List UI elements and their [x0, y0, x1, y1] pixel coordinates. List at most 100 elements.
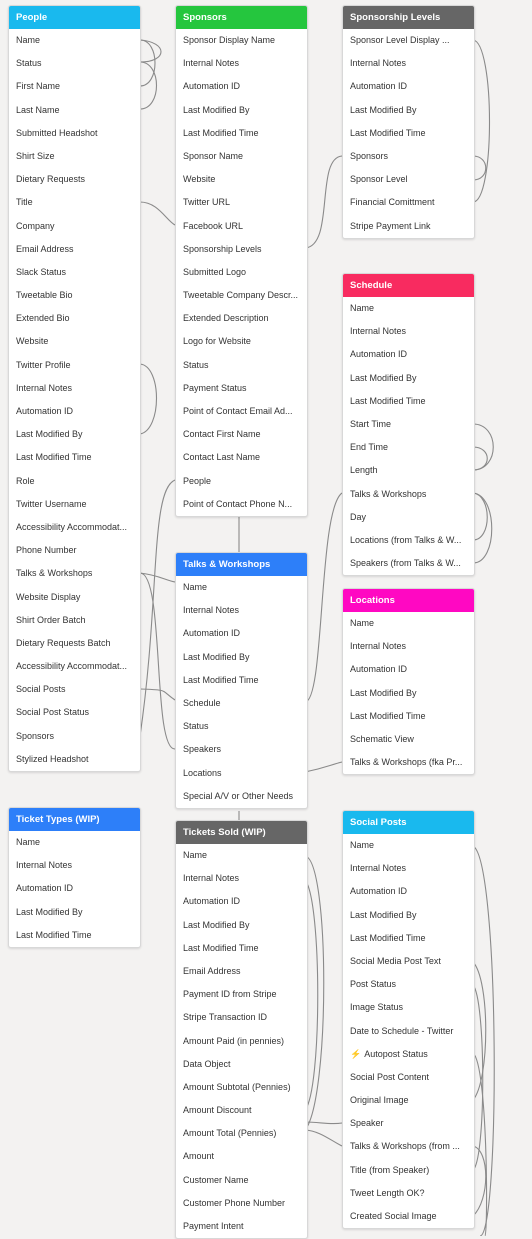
- talks-field-schedule[interactable]: Schedule: [176, 692, 307, 715]
- sponsors-field-automation-id[interactable]: Automation ID: [176, 75, 307, 98]
- socialposts-field-original-image[interactable]: Original Image: [343, 1089, 474, 1112]
- talks-field-last-modified-by[interactable]: Last Modified By: [176, 646, 307, 669]
- sponsors-field-facebook-url[interactable]: Facebook URL: [176, 215, 307, 238]
- socialposts-field-speaker[interactable]: Speaker: [343, 1112, 474, 1135]
- socialposts-field-name[interactable]: Name: [343, 834, 474, 857]
- locations-field-schematic-view[interactable]: Schematic View: [343, 728, 474, 751]
- levels-field-sponsors[interactable]: Sponsors: [343, 145, 474, 168]
- schedule-field-start-time[interactable]: Start Time: [343, 413, 474, 436]
- tickettypes-field-internal-notes[interactable]: Internal Notes: [9, 854, 140, 877]
- tickets-field-payment-intent[interactable]: Payment Intent: [176, 1215, 307, 1238]
- people-field-tweetable-bio[interactable]: Tweetable Bio: [9, 284, 140, 307]
- sponsors-field-people[interactable]: People: [176, 470, 307, 493]
- schedule-field-last-modified-time[interactable]: Last Modified Time: [343, 390, 474, 413]
- people-field-title[interactable]: Title: [9, 191, 140, 214]
- sponsors-field-point-of-contact-phone-n[interactable]: Point of Contact Phone N...: [176, 493, 307, 516]
- tickets-field-email-address[interactable]: Email Address: [176, 960, 307, 983]
- people-field-last-modified-by[interactable]: Last Modified By: [9, 423, 140, 446]
- talks-field-locations[interactable]: Locations: [176, 762, 307, 785]
- locations-field-name[interactable]: Name: [343, 612, 474, 635]
- socialposts-field-post-status[interactable]: Post Status: [343, 973, 474, 996]
- sponsors-field-point-of-contact-email-ad[interactable]: Point of Contact Email Ad...: [176, 400, 307, 423]
- tickets-field-amount[interactable]: Amount: [176, 1145, 307, 1168]
- people-field-name[interactable]: Name: [9, 29, 140, 52]
- levels-field-automation-id[interactable]: Automation ID: [343, 75, 474, 98]
- sponsors-field-status[interactable]: Status: [176, 354, 307, 377]
- schedule-field-internal-notes[interactable]: Internal Notes: [343, 320, 474, 343]
- sponsors-field-twitter-url[interactable]: Twitter URL: [176, 191, 307, 214]
- levels-field-last-modified-time[interactable]: Last Modified Time: [343, 122, 474, 145]
- schedule-field-automation-id[interactable]: Automation ID: [343, 343, 474, 366]
- sponsors-field-last-modified-time[interactable]: Last Modified Time: [176, 122, 307, 145]
- socialposts-field-title-from-speaker[interactable]: Title (from Speaker): [343, 1159, 474, 1182]
- tickets-field-automation-id[interactable]: Automation ID: [176, 890, 307, 913]
- tickets-field-name[interactable]: Name: [176, 844, 307, 867]
- people-field-accessibility-accommodat[interactable]: Accessibility Accommodat...: [9, 655, 140, 678]
- sponsors-field-website[interactable]: Website: [176, 168, 307, 191]
- socialposts-field-social-media-post-text[interactable]: Social Media Post Text: [343, 950, 474, 973]
- people-field-twitter-profile[interactable]: Twitter Profile: [9, 354, 140, 377]
- sponsors-field-payment-status[interactable]: Payment Status: [176, 377, 307, 400]
- people-field-website[interactable]: Website: [9, 330, 140, 353]
- tickets-field-last-modified-by[interactable]: Last Modified By: [176, 914, 307, 937]
- locations-field-talks-workshops-fka-pr[interactable]: Talks & Workshops (fka Pr...: [343, 751, 474, 774]
- tickets-sold-table-title[interactable]: Tickets Sold (WIP): [176, 821, 307, 844]
- people-field-slack-status[interactable]: Slack Status: [9, 261, 140, 284]
- schedule-field-end-time[interactable]: End Time: [343, 436, 474, 459]
- tickets-field-amount-total-pennies[interactable]: Amount Total (Pennies): [176, 1122, 307, 1145]
- schedule-field-locations-from-talks-w[interactable]: Locations (from Talks & W...: [343, 529, 474, 552]
- levels-field-last-modified-by[interactable]: Last Modified By: [343, 99, 474, 122]
- socialposts-field-internal-notes[interactable]: Internal Notes: [343, 857, 474, 880]
- people-field-email-address[interactable]: Email Address: [9, 238, 140, 261]
- locations-field-internal-notes[interactable]: Internal Notes: [343, 635, 474, 658]
- sponsors-field-contact-last-name[interactable]: Contact Last Name: [176, 446, 307, 469]
- socialposts-field-automation-id[interactable]: Automation ID: [343, 880, 474, 903]
- sponsors-field-submitted-logo[interactable]: Submitted Logo: [176, 261, 307, 284]
- people-field-phone-number[interactable]: Phone Number: [9, 539, 140, 562]
- people-field-status[interactable]: Status: [9, 52, 140, 75]
- social-posts-table-title[interactable]: Social Posts: [343, 811, 474, 834]
- tickets-field-amount-subtotal-pennies[interactable]: Amount Subtotal (Pennies): [176, 1076, 307, 1099]
- people-field-shirt-order-batch[interactable]: Shirt Order Batch: [9, 609, 140, 632]
- talks-field-status[interactable]: Status: [176, 715, 307, 738]
- sponsors-table-title[interactable]: Sponsors: [176, 6, 307, 29]
- people-field-social-posts[interactable]: Social Posts: [9, 678, 140, 701]
- levels-field-financial-comittment[interactable]: Financial Comittment: [343, 191, 474, 214]
- schedule-field-talks-workshops[interactable]: Talks & Workshops: [343, 483, 474, 506]
- sponsors-field-internal-notes[interactable]: Internal Notes: [176, 52, 307, 75]
- people-field-dietary-requests-batch[interactable]: Dietary Requests Batch: [9, 632, 140, 655]
- levels-field-stripe-payment-link[interactable]: Stripe Payment Link: [343, 215, 474, 238]
- people-table-title[interactable]: People: [9, 6, 140, 29]
- people-field-last-name[interactable]: Last Name: [9, 99, 140, 122]
- tickets-field-customer-phone-number[interactable]: Customer Phone Number: [176, 1192, 307, 1215]
- talks-workshops-table-title[interactable]: Talks & Workshops: [176, 553, 307, 576]
- tickets-field-data-object[interactable]: Data Object: [176, 1053, 307, 1076]
- people-field-social-post-status[interactable]: Social Post Status: [9, 701, 140, 724]
- people-field-automation-id[interactable]: Automation ID: [9, 400, 140, 423]
- schedule-field-name[interactable]: Name: [343, 297, 474, 320]
- locations-field-last-modified-by[interactable]: Last Modified By: [343, 682, 474, 705]
- sponsors-field-logo-for-website[interactable]: Logo for Website: [176, 330, 307, 353]
- socialposts-field-social-post-content[interactable]: Social Post Content: [343, 1066, 474, 1089]
- talks-field-speakers[interactable]: Speakers: [176, 738, 307, 761]
- talks-field-name[interactable]: Name: [176, 576, 307, 599]
- levels-field-internal-notes[interactable]: Internal Notes: [343, 52, 474, 75]
- people-field-first-name[interactable]: First Name: [9, 75, 140, 98]
- people-field-company[interactable]: Company: [9, 215, 140, 238]
- socialposts-field-image-status[interactable]: Image Status: [343, 996, 474, 1019]
- tickets-field-customer-name[interactable]: Customer Name: [176, 1169, 307, 1192]
- sponsorship-levels-table-card[interactable]: Sponsorship Levels Sponsor Level Display…: [342, 5, 475, 239]
- sponsors-field-tweetable-company-descr[interactable]: Tweetable Company Descr...: [176, 284, 307, 307]
- socialposts-field-tweet-length-ok[interactable]: Tweet Length OK?: [343, 1182, 474, 1205]
- tickettypes-field-last-modified-by[interactable]: Last Modified By: [9, 901, 140, 924]
- socialposts-field-autopost-status[interactable]: ⚡Autopost Status: [343, 1043, 474, 1066]
- socialposts-field-created-social-image[interactable]: Created Social Image: [343, 1205, 474, 1228]
- schedule-field-last-modified-by[interactable]: Last Modified By: [343, 367, 474, 390]
- talks-field-special-a-v-or-other-needs[interactable]: Special A/V or Other Needs: [176, 785, 307, 808]
- tickets-field-amount-discount[interactable]: Amount Discount: [176, 1099, 307, 1122]
- people-field-internal-notes[interactable]: Internal Notes: [9, 377, 140, 400]
